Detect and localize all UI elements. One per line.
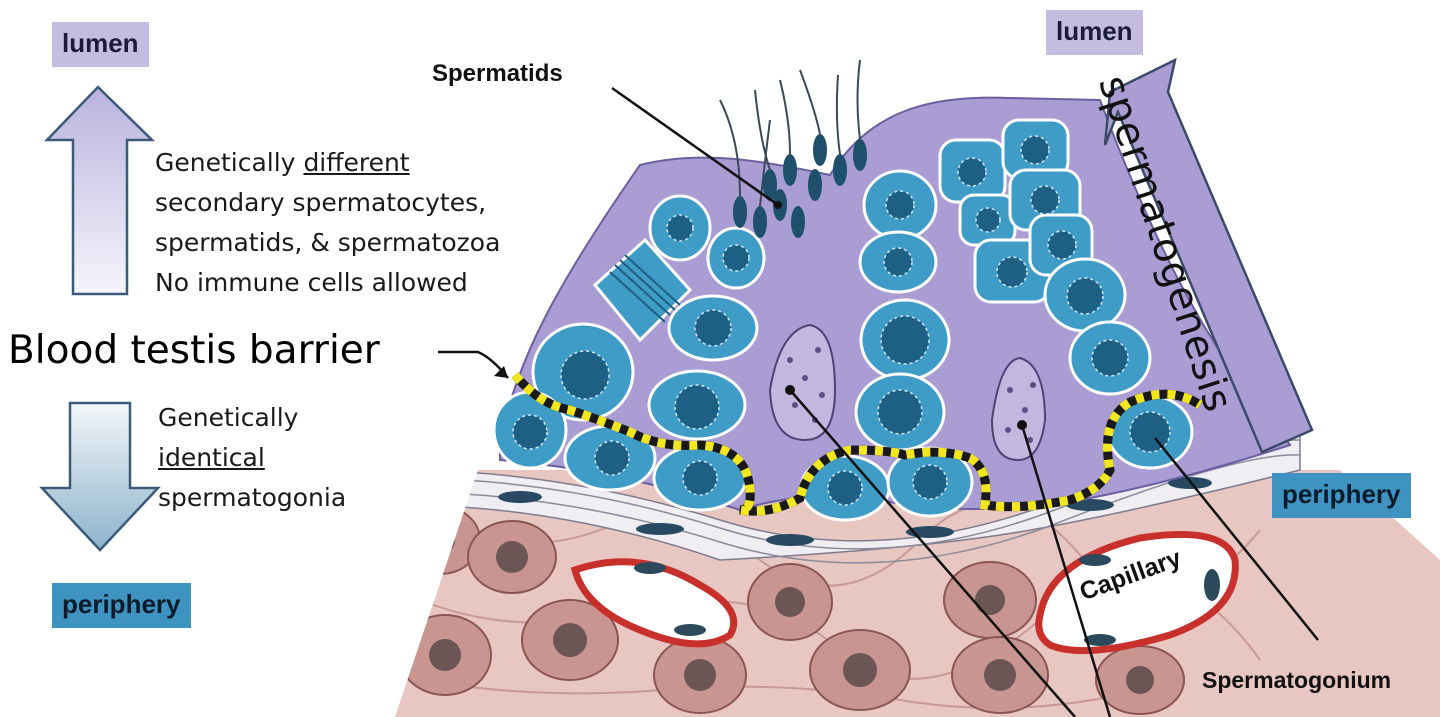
upper-zone-description: Genetically different secondary spermato… bbox=[155, 143, 500, 303]
lower-line1: Genetically bbox=[158, 403, 299, 432]
spermatids-cluster bbox=[719, 59, 867, 238]
germ-cell-nuclei bbox=[512, 135, 1171, 506]
blood-testis-barrier-label: Blood testis barrier bbox=[8, 328, 380, 373]
spindle bbox=[609, 254, 681, 323]
upper-line2: secondary spermatocytes, bbox=[155, 188, 487, 217]
up-arrow-lumen bbox=[44, 85, 156, 296]
periphery-label-right: periphery bbox=[1272, 473, 1411, 518]
spermatogonium-label: Spermatogonium bbox=[1202, 667, 1392, 693]
sertoli-nuclei bbox=[768, 323, 1047, 462]
lower-line3: spermatogonia bbox=[158, 483, 347, 512]
different-underlined: different bbox=[303, 148, 410, 177]
down-arrow-periphery bbox=[39, 401, 161, 552]
periphery-label-left: periphery bbox=[52, 583, 191, 628]
upper-line1-text: Genetically bbox=[155, 148, 304, 177]
leader-lines bbox=[438, 86, 1319, 717]
spermatogenesis-arrow bbox=[1103, 57, 1314, 454]
upper-line4: No immune cells allowed bbox=[155, 268, 468, 297]
upper-line3: spermatids, & spermatozoa bbox=[155, 228, 501, 257]
spermatids-label: Spermatids bbox=[432, 60, 563, 87]
lumen-label-right: lumen bbox=[1046, 10, 1143, 55]
lower-zone-description: Genetically identical spermatogonia bbox=[158, 398, 346, 518]
lumen-label-left: lumen bbox=[52, 22, 149, 67]
capillary-left bbox=[570, 558, 738, 648]
capillary-right bbox=[1035, 530, 1239, 655]
identical-underlined: identical bbox=[158, 443, 265, 472]
